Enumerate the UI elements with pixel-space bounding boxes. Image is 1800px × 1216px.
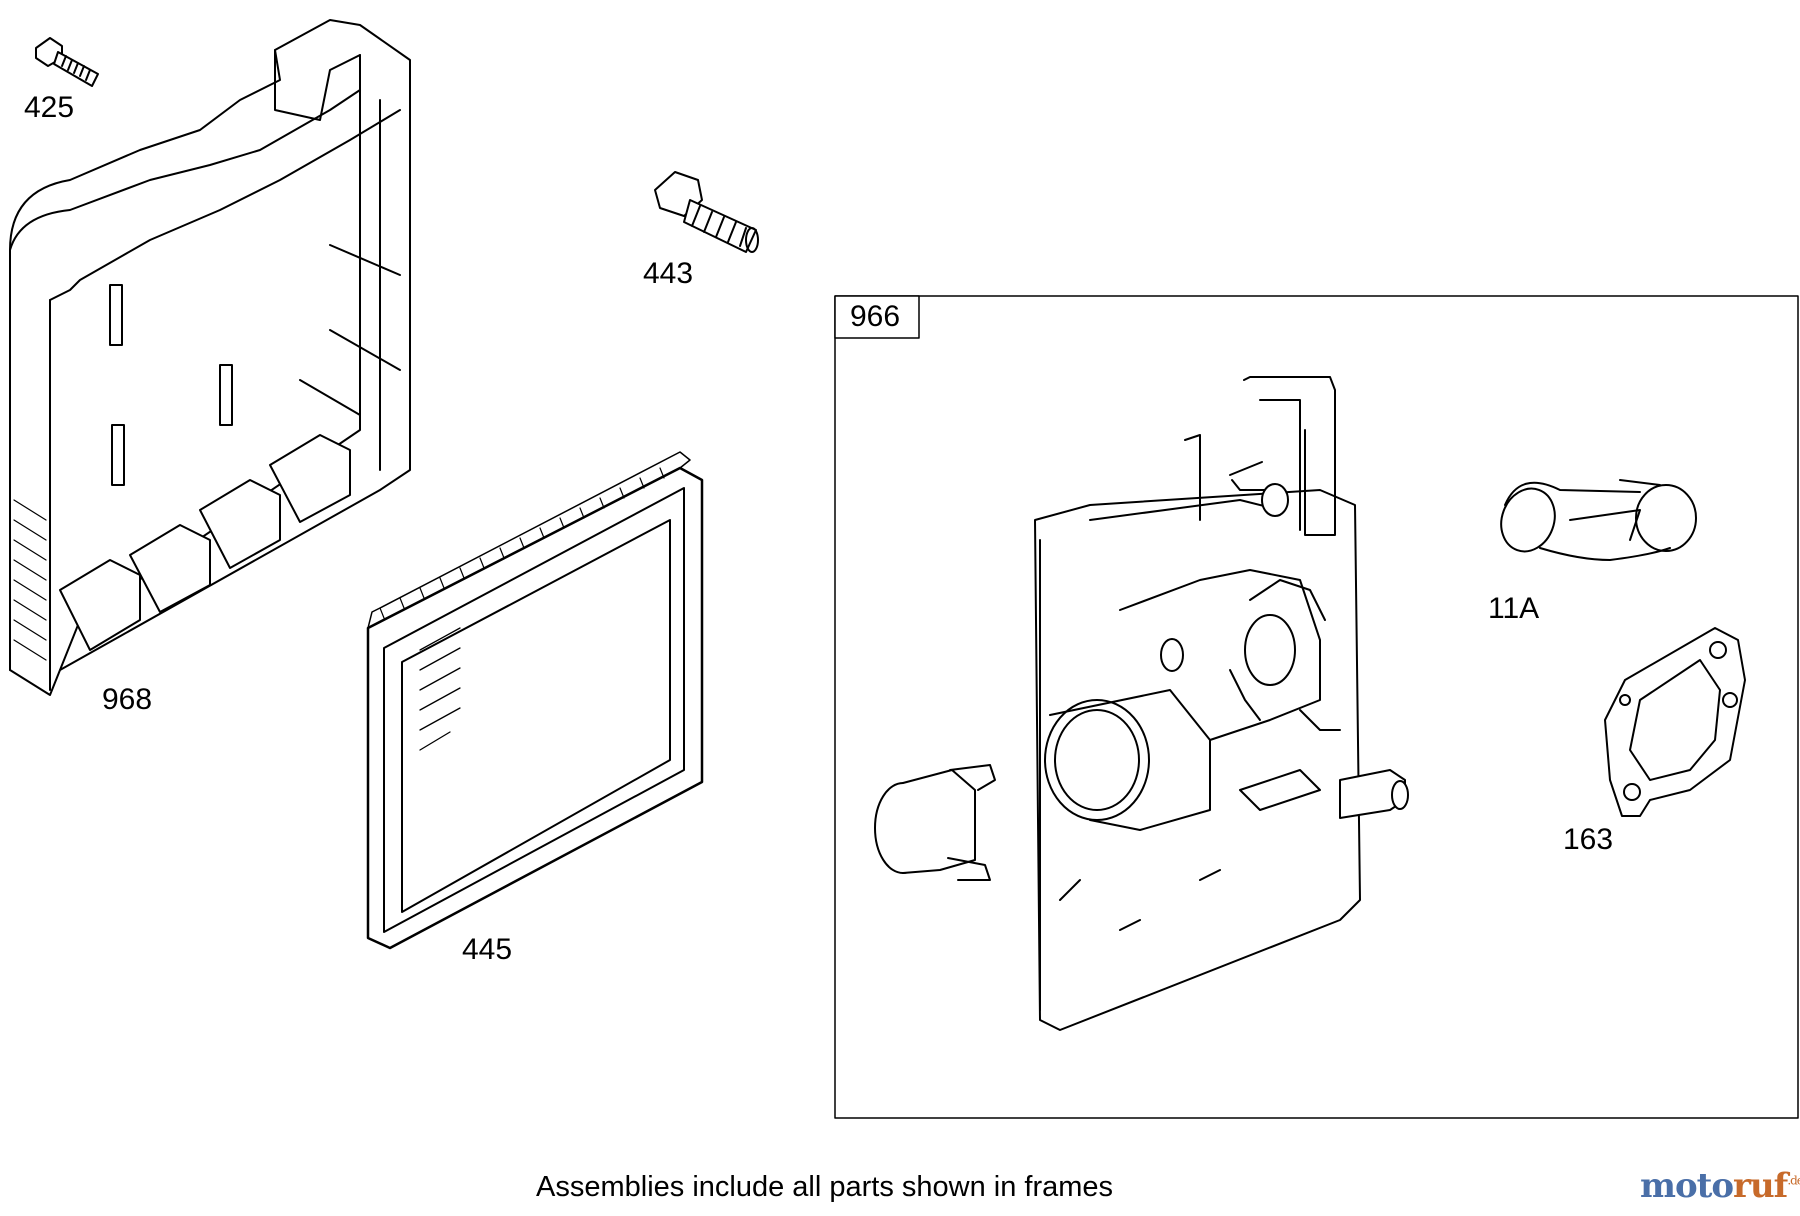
label-443: 443 <box>643 257 694 290</box>
logo-suffix: .de <box>1787 1173 1800 1188</box>
bolt-443-icon <box>654 171 759 253</box>
elbow-tube-icon <box>1500 479 1697 561</box>
carburetor-assembly-icon <box>1034 376 1409 1031</box>
label-445: 445 <box>462 933 513 966</box>
label-425: 425 <box>24 91 75 124</box>
air-filter-icon <box>366 451 704 950</box>
label-163: 163 <box>1563 823 1614 856</box>
bolt-425-icon <box>35 37 99 87</box>
label-968: 968 <box>102 683 153 716</box>
gasket-icon <box>1604 627 1746 817</box>
air-cleaner-base-icon <box>9 19 411 696</box>
label-11a: 11A <box>1488 592 1540 625</box>
footer-note: Assemblies include all parts shown in fr… <box>536 1171 1114 1203</box>
assembly-frame-966 <box>834 295 1799 1119</box>
label-966: 966 <box>850 300 901 333</box>
logo-text-a: moto <box>1640 1166 1734 1206</box>
choke-knob-icon <box>874 764 996 881</box>
logo-text-b: ruf <box>1733 1166 1788 1206</box>
motoruf-logo: motoruf.de <box>1640 1166 1800 1206</box>
